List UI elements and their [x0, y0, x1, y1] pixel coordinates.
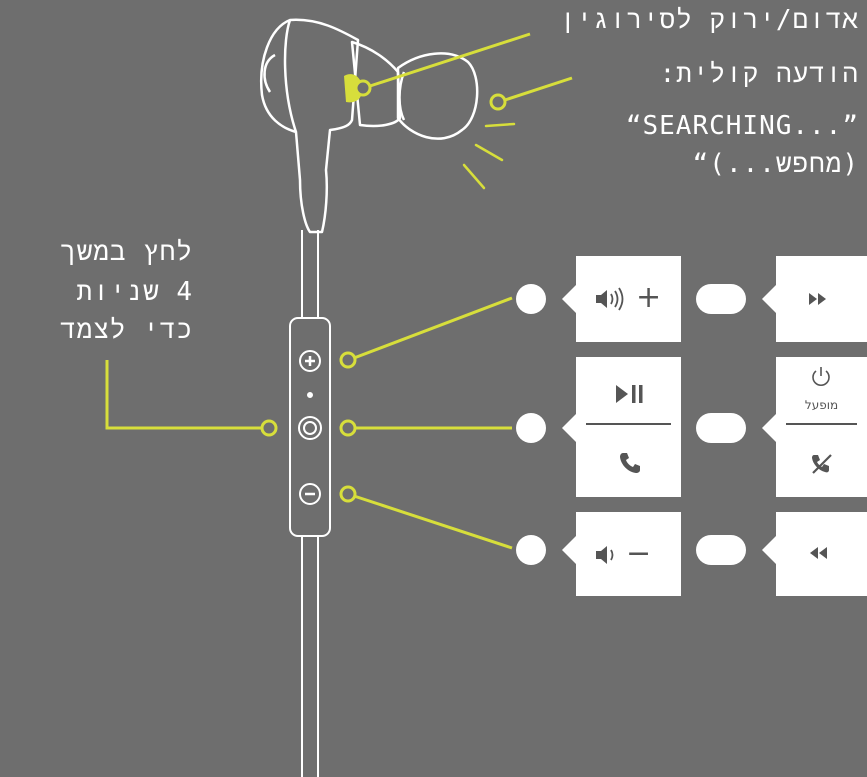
- power-on-label: מופעל: [804, 398, 839, 412]
- voice-prompt-caption-line3: (מחפש...)“: [692, 149, 859, 179]
- long-press-indicator: [696, 284, 746, 314]
- hold-caption-line1: לחץ במשך: [60, 237, 193, 267]
- pairing-led-caption: אדום/ירוק לסירוגין: [560, 5, 859, 35]
- voice-prompt-caption-line1: הודעה קולית:: [659, 59, 859, 89]
- fast-forward-card: [776, 256, 867, 342]
- single-press-indicator: [516, 413, 546, 443]
- power-endcall-card: [776, 357, 867, 497]
- power-icon: [812, 367, 830, 386]
- end-call-icon: [812, 454, 832, 474]
- earbud: [260, 18, 479, 234]
- long-press-indicator: [696, 535, 746, 565]
- hold-caption-line2: 4 שניות: [76, 277, 193, 307]
- pointer-arrow: [562, 536, 576, 564]
- volume-down-icon: [596, 546, 614, 564]
- rewind-card: [776, 512, 867, 596]
- play-pause-icon: [616, 385, 643, 403]
- fast-forward-icon: [809, 293, 826, 305]
- card-divider: [786, 423, 857, 425]
- card-divider: [586, 423, 671, 425]
- pointer-arrow: [762, 414, 776, 442]
- callout-lines: [105, 32, 573, 550]
- remote-control: [289, 317, 331, 537]
- pointer-arrow: [562, 414, 576, 442]
- minus-symbol: −: [626, 536, 652, 571]
- led-indicator: [344, 74, 363, 103]
- pointer-arrow: [562, 285, 576, 313]
- sound-waves-icon: [462, 122, 516, 190]
- rewind-icon: [810, 547, 827, 559]
- plus-symbol: +: [636, 280, 662, 315]
- pointer-arrow: [762, 285, 776, 313]
- volume-down-card: −: [576, 512, 681, 596]
- play-call-card: [576, 357, 681, 497]
- volume-up-card: +: [576, 256, 681, 342]
- voice-prompt-caption-line2: “SEARCHING...”: [625, 111, 859, 141]
- phone-icon: [620, 453, 640, 473]
- hold-caption-line3: כדי לצמד: [60, 315, 193, 345]
- single-press-indicator: [516, 535, 546, 565]
- single-press-indicator: [516, 284, 546, 314]
- volume-up-icon: [596, 287, 624, 311]
- cable: [301, 230, 319, 777]
- long-press-indicator: [696, 413, 746, 443]
- pointer-arrow: [762, 536, 776, 564]
